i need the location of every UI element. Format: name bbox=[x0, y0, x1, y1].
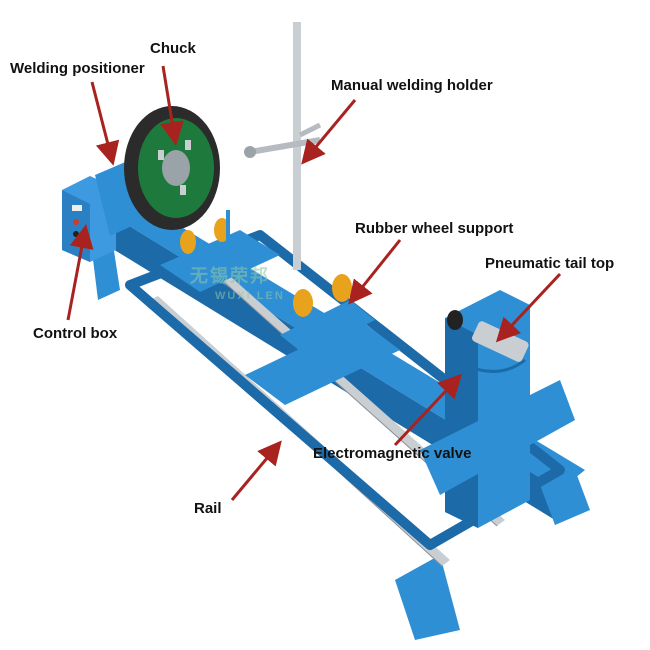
arrow-rubber-wheel-support bbox=[348, 239, 402, 305]
arrow-chuck bbox=[160, 65, 184, 146]
arrow-control-box bbox=[66, 224, 94, 321]
label-rail: Rail bbox=[194, 500, 222, 517]
arrow-welding-positioner bbox=[90, 81, 120, 166]
watermark-cn: 无锡荣邦 bbox=[190, 266, 270, 286]
arrow-electromagnetic-valve bbox=[393, 373, 463, 447]
callout-arrows bbox=[66, 65, 562, 501]
arrow-rail bbox=[230, 440, 282, 501]
label-pneumatic-tail-top: Pneumatic tail top bbox=[485, 255, 615, 272]
arrow-manual-welding-holder bbox=[301, 99, 357, 165]
label-chuck: Chuck bbox=[150, 40, 196, 57]
label-electromagnetic-valve: Electromagnetic valve bbox=[313, 445, 472, 462]
arrow-pneumatic-tail-top bbox=[495, 272, 562, 343]
front-wheel-support bbox=[245, 274, 400, 405]
label-rubber-wheel-support: Rubber wheel support bbox=[355, 220, 514, 237]
watermark-en: WUXI LEN bbox=[215, 290, 285, 302]
label-control-box: Control box bbox=[33, 325, 118, 342]
positioner-shape bbox=[95, 106, 220, 236]
label-manual-welding-holder: Manual welding holder bbox=[331, 77, 493, 94]
label-welding-positioner: Welding positioner bbox=[10, 60, 145, 77]
rear-wheel-support bbox=[160, 210, 280, 292]
